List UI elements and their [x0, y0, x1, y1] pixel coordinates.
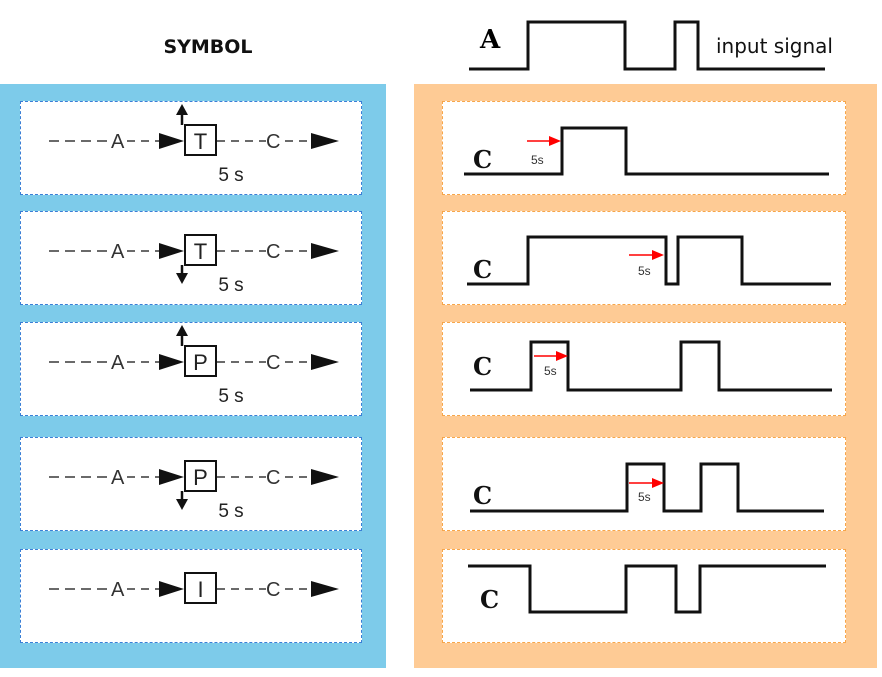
output-waveform-line — [470, 340, 832, 392]
timing-delay-label: 5s — [544, 364, 557, 378]
symbol-row: A T C 5 s — [20, 101, 362, 195]
output-signal-name: C — [473, 255, 492, 284]
delay-arrow-icon — [527, 136, 561, 146]
output-waveform: C 5s — [464, 126, 829, 176]
timing-delay-label: 5s — [531, 153, 544, 167]
function-block-letter: P — [193, 350, 208, 375]
arrow-right-icon — [159, 243, 184, 259]
input-signal-label: input signal — [716, 34, 833, 58]
symbol-row: A I C — [20, 549, 362, 643]
delay-label: 5 s — [218, 165, 243, 186]
output-waveform: C 5s — [467, 235, 831, 286]
function-block — [184, 234, 217, 266]
timing-row: C 5s — [442, 101, 846, 195]
output-signal-name: C — [480, 585, 499, 614]
delay-arrow-icon — [629, 478, 664, 488]
function-block — [184, 124, 217, 156]
timing-row: C 5s — [442, 322, 846, 416]
delay-arrow-icon — [629, 250, 664, 260]
symbol-input-label: A — [111, 131, 125, 153]
output-signal-name: C — [473, 145, 492, 174]
symbol-diagram: A T C 5 s — [49, 104, 339, 186]
function-block-letter: I — [197, 577, 203, 602]
timing-row: C 5s — [442, 437, 846, 531]
output-waveform-line — [470, 462, 824, 513]
delay-label: 5 s — [218, 275, 243, 296]
symbol-input-label: A — [111, 241, 125, 263]
input-signal-waveform: A — [469, 20, 825, 71]
arrow-right-icon — [311, 469, 339, 485]
arrow-right-icon — [159, 133, 184, 149]
symbol-column-title: SYMBOL — [163, 36, 253, 58]
arrow-right-icon — [159, 581, 184, 597]
arrow-right-icon — [311, 354, 339, 370]
function-block-letter: T — [194, 239, 207, 264]
symbol-row: A P C 5 s — [20, 322, 362, 416]
output-waveform: C 5s — [470, 462, 824, 513]
symbol-diagram: A T C 5 s — [49, 234, 339, 296]
rising-edge-arrow-icon — [176, 325, 188, 346]
symbol-output-label: C — [266, 131, 280, 153]
symbol-row: A T C 5 s — [20, 211, 362, 305]
symbol-output-label: C — [266, 241, 280, 263]
rising-edge-arrow-icon — [176, 104, 188, 125]
symbol-input-label: A — [111, 579, 125, 601]
falling-edge-arrow-icon — [176, 491, 188, 510]
output-waveform: C — [468, 564, 826, 614]
symbol-input-label: A — [111, 352, 125, 374]
function-block-letter: T — [194, 129, 207, 154]
function-block — [184, 345, 217, 377]
output-waveform-line — [468, 564, 826, 614]
delay-label: 5 s — [218, 501, 243, 522]
symbol-output-label: C — [266, 579, 280, 601]
symbol-diagram: A P C 5 s — [49, 325, 339, 407]
input-signal-name: A — [479, 25, 501, 55]
timing-row: C 5s — [442, 211, 846, 305]
symbol-output-label: C — [266, 352, 280, 374]
output-signal-name: C — [473, 352, 492, 381]
symbol-input-label: A — [111, 467, 125, 489]
symbol-output-label: C — [266, 467, 280, 489]
input-waveform-line — [469, 20, 825, 71]
timing-delay-label: 5s — [638, 490, 651, 504]
delay-arrow-icon — [534, 351, 568, 361]
symbol-diagram: A P C 5 s — [49, 460, 339, 522]
output-waveform: C 5s — [470, 340, 832, 392]
arrow-right-icon — [311, 243, 339, 259]
function-block — [184, 460, 217, 492]
arrow-right-icon — [159, 469, 184, 485]
output-signal-name: C — [473, 481, 492, 510]
arrow-right-icon — [311, 133, 339, 149]
delay-label: 5 s — [218, 386, 243, 407]
symbol-diagram: A I C — [49, 572, 339, 604]
falling-edge-arrow-icon — [176, 265, 188, 284]
function-block-letter: P — [193, 465, 208, 490]
timing-row: C — [442, 549, 846, 643]
output-waveform-line — [467, 235, 831, 286]
timing-delay-label: 5s — [638, 264, 651, 278]
arrow-right-icon — [311, 581, 339, 597]
arrow-right-icon — [159, 354, 184, 370]
symbol-row: A P C 5 s — [20, 437, 362, 531]
function-block — [184, 572, 217, 604]
output-waveform-line — [464, 126, 829, 176]
